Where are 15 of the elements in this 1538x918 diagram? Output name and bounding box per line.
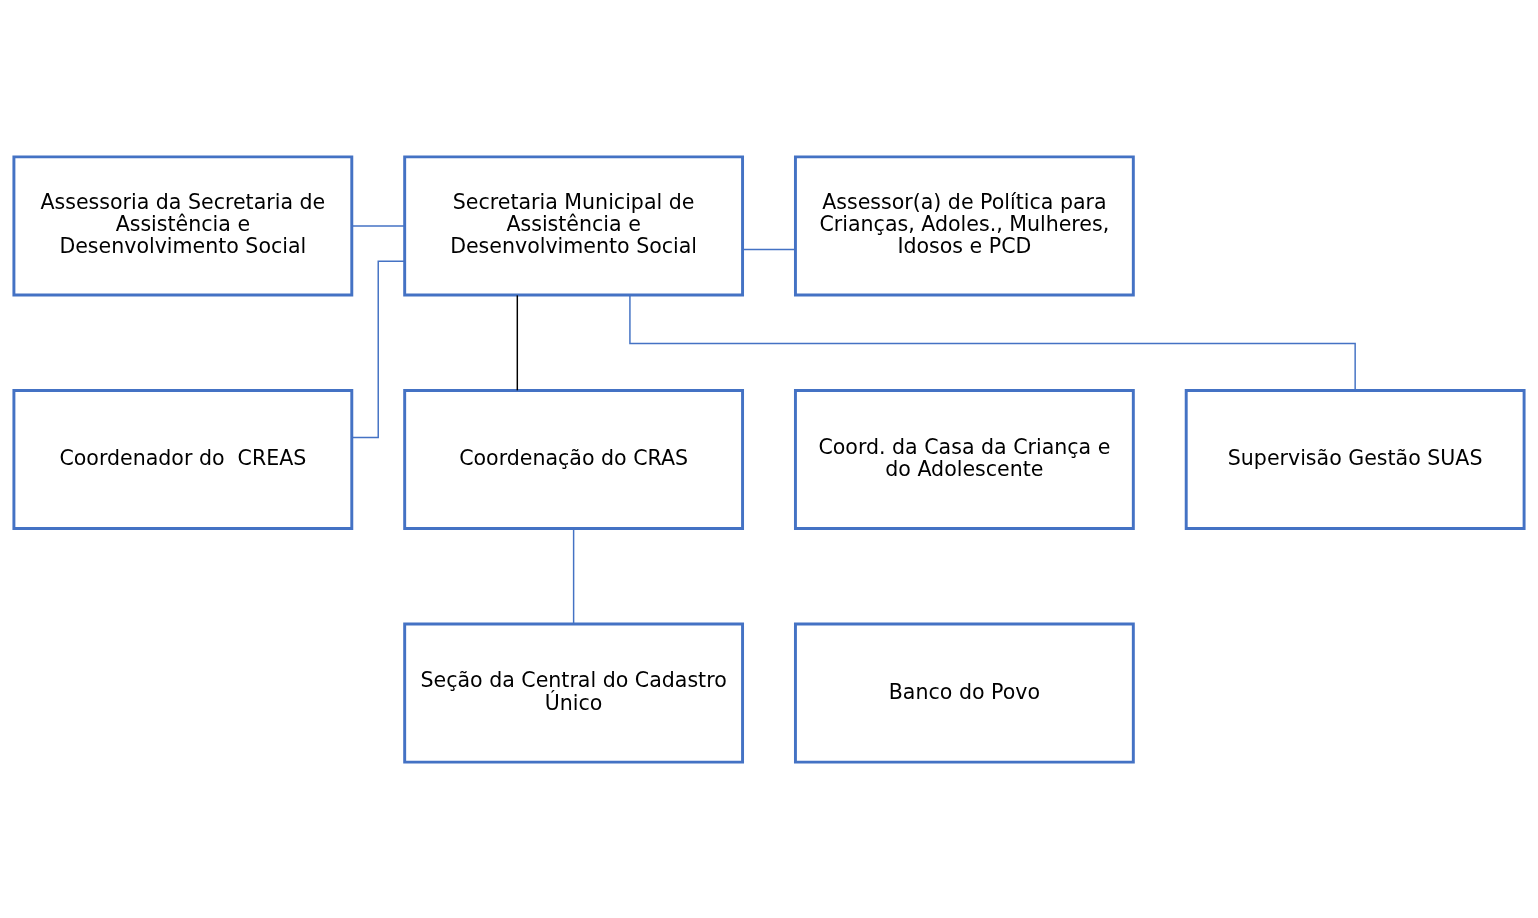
node-box: Supervisão Gestão SUAS bbox=[1184, 388, 1526, 530]
connector bbox=[351, 224, 405, 227]
node-box: Coordenação do CRAS bbox=[403, 388, 745, 530]
node-box: Coord. da Casa da Criança e do Adolescente bbox=[793, 388, 1135, 530]
node-box: Coordenador do CREAS bbox=[12, 388, 354, 530]
node-box: Assessoria da Secretaria de Assistência e Desenvolvimento Social bbox=[12, 154, 354, 296]
node-box: Secretaria Municipal de Assistência e Desenvolvimento Social bbox=[403, 154, 745, 296]
node-box: Banco do Povo bbox=[793, 622, 1135, 764]
node-box: Assessor(a) de Política para Crianças, Adoles., Mulheres, Idosos e PCD bbox=[793, 154, 1135, 296]
connector bbox=[742, 248, 796, 250]
connector bbox=[629, 294, 1356, 391]
connector bbox=[572, 527, 575, 625]
connector bbox=[516, 294, 519, 391]
connector bbox=[351, 259, 406, 438]
node-box: Seção da Central do Cadastro Único bbox=[403, 622, 745, 764]
